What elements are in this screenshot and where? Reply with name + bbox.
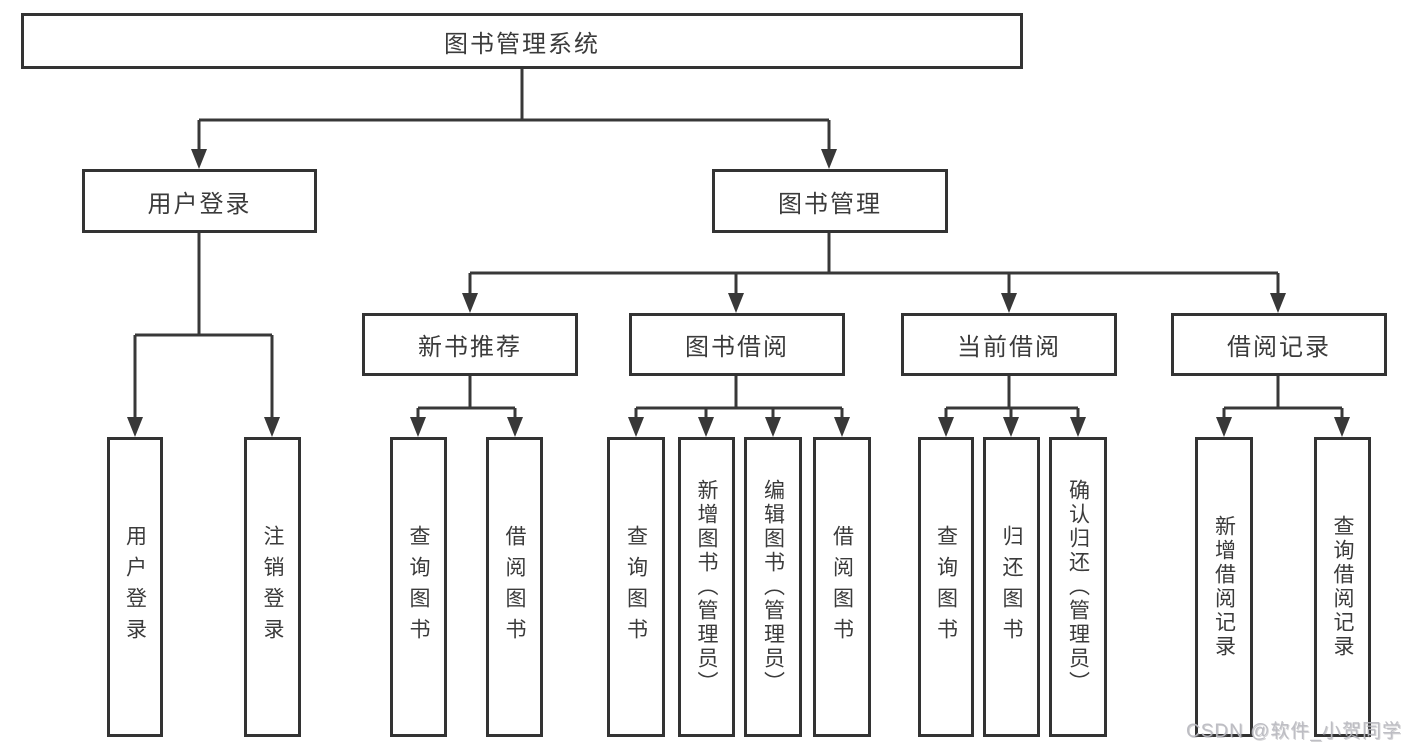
leaf-confirm-return-admin: 确认归还（管理员） bbox=[1049, 437, 1107, 737]
leaf-label: 编辑图书（管理员） bbox=[761, 479, 785, 695]
leaf-borrow-books: 借阅图书 bbox=[486, 437, 543, 737]
leaf-label: 注销登录 bbox=[261, 525, 284, 649]
leaf-label: 借阅图书 bbox=[503, 525, 526, 649]
leaf-label: 查询借阅记录 bbox=[1331, 515, 1354, 659]
leaf-query-books: 查询图书 bbox=[918, 437, 974, 737]
leaf-borrow-books: 借阅图书 bbox=[813, 437, 871, 737]
leaf-return-book: 归还图书 bbox=[983, 437, 1040, 737]
node-label: 借阅记录 bbox=[1227, 334, 1331, 361]
node-label: 图书管理系统 bbox=[444, 30, 600, 58]
node-label: 新书推荐 bbox=[418, 334, 522, 361]
leaf-label: 用户登录 bbox=[123, 525, 147, 649]
node-library-management-system: 图书管理系统 bbox=[21, 13, 1023, 69]
node-label: 图书借阅 bbox=[685, 334, 789, 361]
leaf-query-books: 查询图书 bbox=[390, 437, 447, 737]
leaf-user-login: 用户登录 bbox=[107, 437, 163, 737]
node-new-book-recommendation: 新书推荐 bbox=[362, 313, 578, 376]
leaf-label: 新增借阅记录 bbox=[1212, 515, 1236, 659]
leaf-label: 查询图书 bbox=[407, 525, 430, 649]
node-user-login: 用户登录 bbox=[82, 169, 317, 233]
leaf-logout: 注销登录 bbox=[244, 437, 301, 737]
leaf-edit-book-admin: 编辑图书（管理员） bbox=[744, 437, 802, 737]
leaf-add-book-admin: 新增图书（管理员） bbox=[678, 437, 735, 737]
node-borrowing-records: 借阅记录 bbox=[1171, 313, 1387, 376]
arrowheads bbox=[127, 149, 1350, 437]
leaf-add-borrow-record: 新增借阅记录 bbox=[1195, 437, 1253, 737]
node-label: 当前借阅 bbox=[957, 334, 1061, 361]
leaf-query-books: 查询图书 bbox=[607, 437, 665, 737]
leaf-label: 借阅图书 bbox=[830, 525, 854, 649]
leaf-label: 归还图书 bbox=[1000, 525, 1023, 649]
leaf-label: 查询图书 bbox=[934, 525, 958, 649]
node-label: 图书管理 bbox=[778, 190, 882, 218]
leaf-label: 查询图书 bbox=[624, 525, 648, 649]
node-book-borrowing: 图书借阅 bbox=[629, 313, 845, 376]
watermark-text: CSDN @软件_小贺同学 bbox=[1186, 721, 1402, 742]
leaf-label: 确认归还（管理员） bbox=[1066, 479, 1090, 695]
leaf-query-borrow-record: 查询借阅记录 bbox=[1314, 437, 1371, 737]
node-book-management: 图书管理 bbox=[712, 169, 948, 233]
node-current-borrowing: 当前借阅 bbox=[901, 313, 1117, 376]
leaf-label: 新增图书（管理员） bbox=[695, 479, 718, 695]
node-label: 用户登录 bbox=[147, 190, 252, 218]
